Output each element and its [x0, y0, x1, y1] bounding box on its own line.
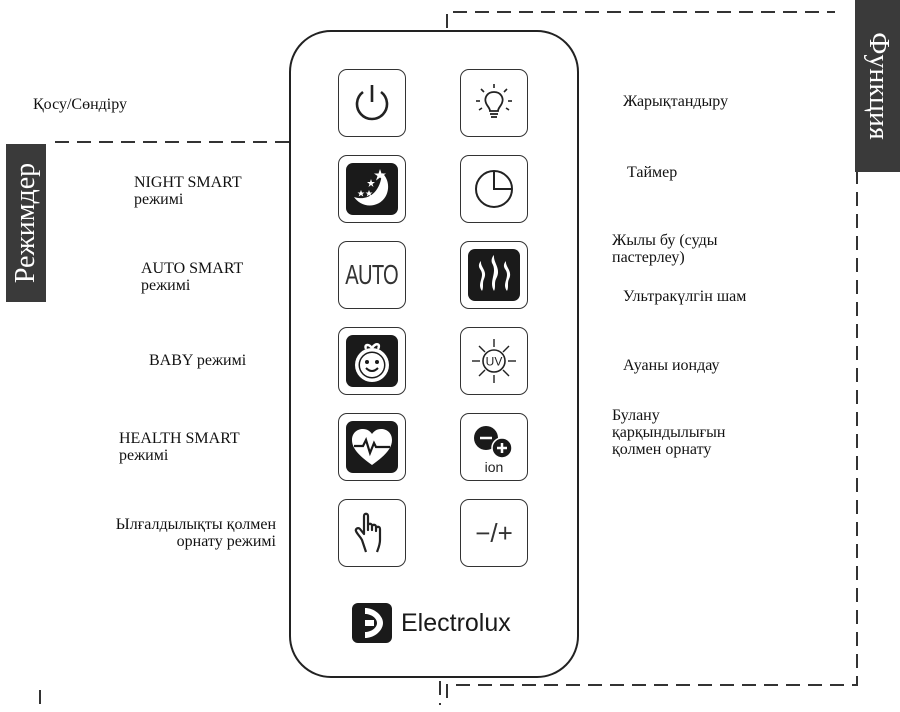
- ionization-label: Ауаны иондау: [623, 357, 720, 374]
- remote-control: [289, 30, 579, 678]
- uv-lamp-button[interactable]: UV: [460, 327, 528, 395]
- evaporation-intensity-button[interactable]: −/+: [460, 499, 528, 567]
- brand-logo: Electrolux: [351, 602, 511, 644]
- light-bulb-icon: [476, 84, 512, 118]
- auto-button-text: AUTO: [345, 259, 399, 290]
- night-moon-stars-icon: [346, 163, 398, 215]
- warm-steam-button[interactable]: [460, 241, 528, 309]
- functions-tab: Функция: [855, 0, 900, 172]
- uv-lamp-icon: UV: [472, 339, 516, 383]
- modes-tab: Режимдер: [6, 144, 46, 302]
- manual-humidity-button[interactable]: [338, 499, 406, 567]
- auto-smart-button[interactable]: AUTO: [338, 241, 406, 309]
- baby-label: BABY режимі: [149, 352, 247, 369]
- minus-plus-text: −/+: [475, 517, 513, 548]
- steam-waves-icon: [468, 249, 520, 301]
- brand-name: Electrolux: [401, 608, 511, 637]
- timer-button[interactable]: [460, 155, 528, 223]
- baby-face-icon: [346, 335, 398, 387]
- heart-pulse-icon: [346, 421, 398, 473]
- power-label: Қосу/Сөндіру: [33, 96, 128, 113]
- uv-text: UV: [486, 355, 503, 369]
- baby-button[interactable]: [338, 327, 406, 395]
- electrolux-logo-icon: [352, 603, 392, 643]
- timer-clock-icon: [475, 170, 513, 208]
- ionization-button[interactable]: ion: [460, 413, 528, 481]
- light-label: Жарықтандыру: [623, 93, 729, 110]
- night-smart-button[interactable]: [338, 155, 406, 223]
- light-button[interactable]: [460, 69, 528, 137]
- functions-tab-label: Функция: [862, 32, 894, 140]
- power-button[interactable]: [338, 69, 406, 137]
- health-smart-button[interactable]: [338, 413, 406, 481]
- modes-tab-label: Режимдер: [10, 162, 42, 284]
- timer-label: Таймер: [627, 164, 678, 181]
- hand-pointer-icon: [354, 512, 382, 553]
- power-icon: [355, 85, 389, 121]
- ion-icon: ion: [474, 426, 513, 475]
- ion-text: ion: [485, 459, 504, 475]
- uv-lamp-label: Ультракүлгін шам: [623, 288, 747, 305]
